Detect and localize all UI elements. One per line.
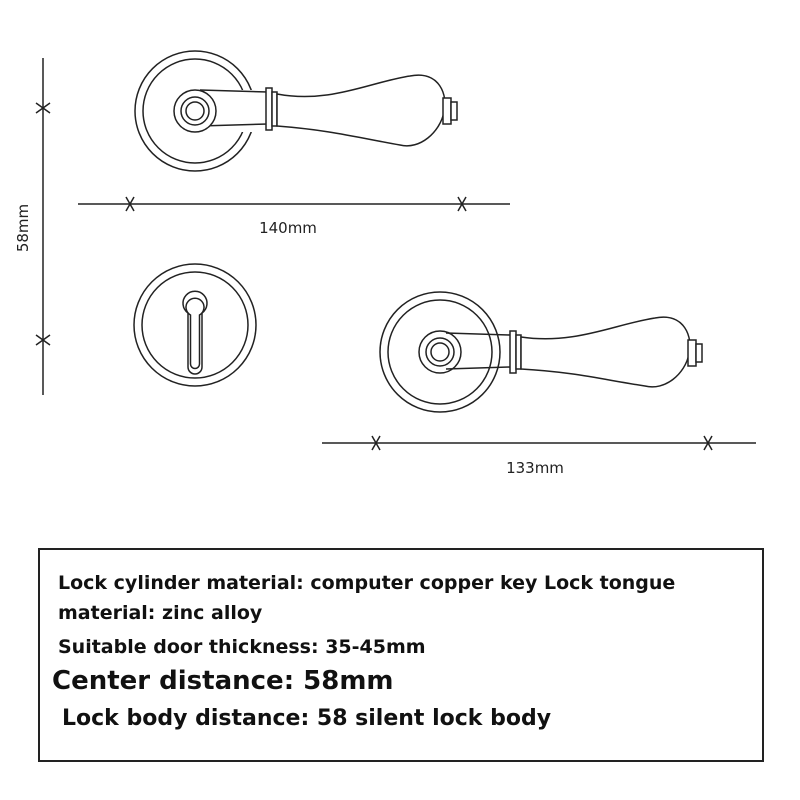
bottom-width-dimension-label: 133mm <box>506 459 564 477</box>
specification-box: Lock cylinder material: computer copper … <box>38 548 764 762</box>
spec-line-tongue-material: material: zinc alloy <box>58 602 263 624</box>
spec-line-door-thickness: Suitable door thickness: 35-45mm <box>58 636 426 658</box>
top-lever-handle <box>134 50 458 172</box>
keyhole-escutcheon <box>133 263 257 387</box>
top-width-dimension-label: 140mm <box>259 219 317 237</box>
height-dimension-label: 58mm <box>14 204 32 252</box>
top-width-dimension <box>78 196 510 212</box>
bottom-width-dimension <box>322 435 756 451</box>
height-dimension <box>35 58 51 395</box>
spec-line-cylinder-material: Lock cylinder material: computer copper … <box>58 572 676 594</box>
spec-line-lock-body-distance: Lock body distance: 58 silent lock body <box>62 706 552 731</box>
lock-technical-drawing: 58mm 140mm <box>14 50 756 477</box>
spec-line-center-distance: Center distance: 58mm <box>52 666 394 696</box>
bottom-lever-handle <box>379 291 703 413</box>
